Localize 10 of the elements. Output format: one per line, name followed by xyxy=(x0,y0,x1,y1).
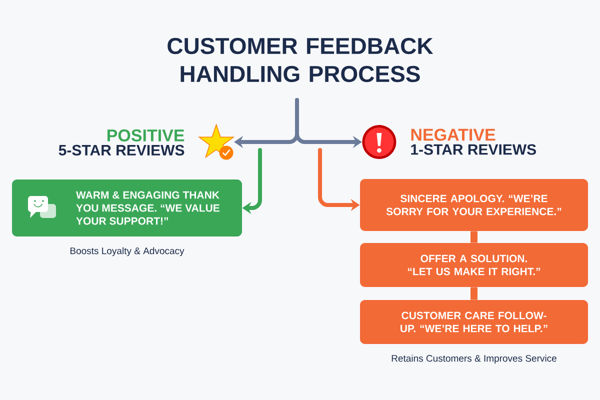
heading: NEGATIVE 1-STAR REVIEWS xyxy=(362,125,536,159)
title: CUSTOMER FEEDBACK HANDLING PROCESS xyxy=(168,38,434,82)
outcome-note: Boosts Loyalty & Advocacy xyxy=(70,247,184,256)
message-box: WARM & ENGAGING THANK YOU MESSAGE. “WE VALUE YOUR SUPPORT!” xyxy=(12,180,242,236)
step-box: OFFER A SOLUTION. “LET US MAKE IT RIGHT.” xyxy=(360,243,588,287)
step-box: CUSTOMER CARE FOLLOW-UP. “WE’RE HERE TO HELP.” xyxy=(360,300,588,344)
outcome-note: Retains Customers & Improves Service xyxy=(392,354,556,364)
connector xyxy=(470,287,478,300)
step-box: SINCERE APOLOGY. “WE’RE SORRY FOR YOUR EXPERIENCE.” xyxy=(360,179,588,231)
connector xyxy=(470,231,478,243)
